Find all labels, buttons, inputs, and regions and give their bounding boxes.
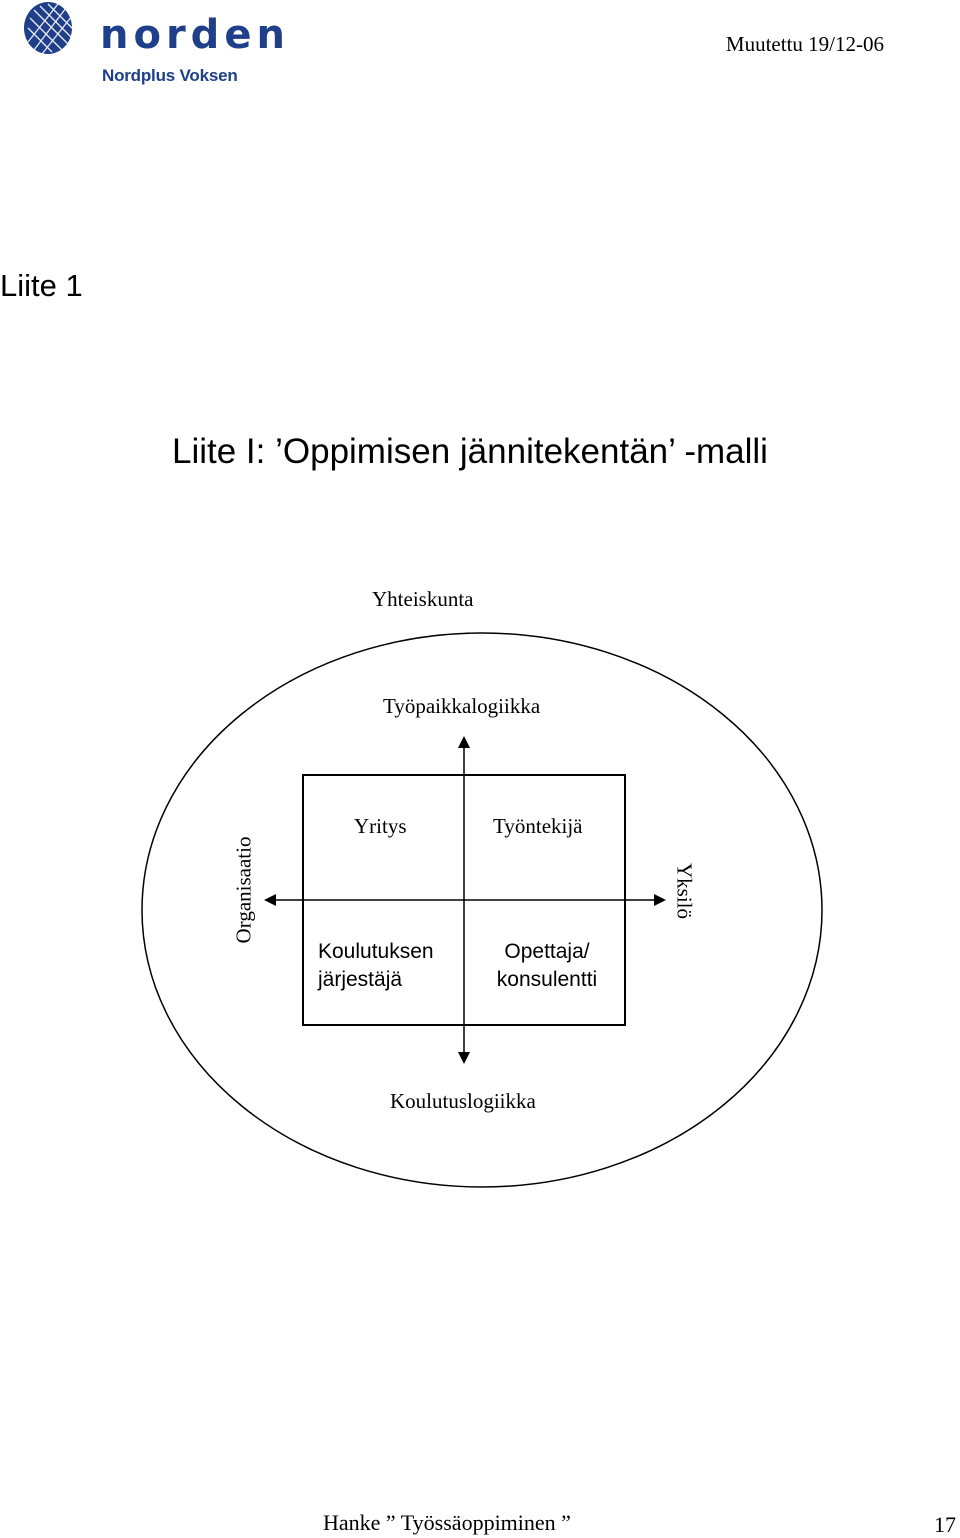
teacher-cell-label: Opettaja/ konsulentti <box>492 938 602 994</box>
teacher-line2: konsulentti <box>496 968 598 991</box>
logo-subtitle: Nordplus Voksen <box>102 66 238 85</box>
logo-wordmark: norden <box>100 12 290 58</box>
page-heading: Liite 1 <box>0 268 83 303</box>
training-provider-cell-label: Koulutuksen järjestäjä <box>318 938 434 994</box>
society-label: Yhteiskunta <box>372 587 474 611</box>
individual-axis-label: Yksilö <box>672 862 697 920</box>
workplace-logic-label: Työpaikkalogiikka <box>383 694 541 718</box>
employee-cell-label: Työntekijä <box>493 814 583 838</box>
modified-date: Muutettu 19/12-06 <box>725 32 884 56</box>
teacher-line1: Opettaja/ <box>504 940 590 963</box>
footer-text: Hanke ” Työssäoppiminen ” <box>323 1510 571 1535</box>
training-provider-line1: Koulutuksen <box>318 940 434 963</box>
training-provider-line2: järjestäjä <box>318 968 403 991</box>
page-number: 17 <box>934 1512 956 1537</box>
organisation-axis-label: Organisaatio <box>231 836 256 944</box>
company-cell-label: Yritys <box>354 814 407 838</box>
swan-emblem-icon <box>24 2 75 55</box>
logo-word-text: norden <box>100 12 290 58</box>
society-ellipse <box>141 632 823 1188</box>
education-logic-label: Koulutuslogiikka <box>390 1089 536 1113</box>
norden-logo <box>20 0 300 62</box>
model-title: Liite I: ’Oppimisen jännitekentän’ -mall… <box>172 432 768 471</box>
